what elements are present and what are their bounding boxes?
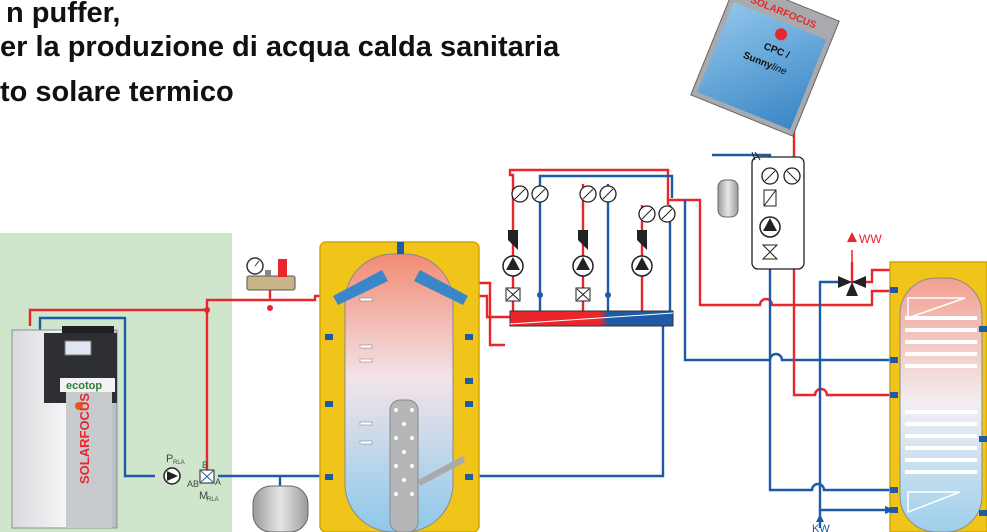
valve-label-m-sub: RLA: [207, 497, 219, 503]
valve-label-b: B: [202, 460, 208, 470]
ww-label: WW: [859, 232, 882, 246]
solar-flow-pipe: [792, 90, 890, 397]
boiler-flow-pipe: [28, 294, 333, 326]
boiler-return-pipe: [38, 316, 155, 478]
title-line-3: to solare termico: [0, 76, 234, 108]
valve-label-p: P: [166, 453, 173, 465]
solar-return-pipe: [712, 153, 890, 492]
solar-station: [751, 151, 805, 270]
cold-water-arrow: [816, 514, 824, 522]
valve-label-p-sub: RLA: [173, 460, 185, 466]
title-line-2: er la produzione di acqua calda sanitari…: [0, 31, 560, 63]
kw-label: KW: [812, 523, 830, 532]
buffer-tank: [319, 241, 480, 532]
circuit3-flow-up: [666, 198, 890, 307]
valve-label-a: A: [215, 477, 221, 487]
pellet-boiler: ecotop SOLARFOCUS: [11, 326, 118, 529]
buffer-lower-return: [465, 326, 665, 478]
return-mixing-group: P RLA AB B A M RLA: [163, 453, 221, 503]
solar-collector: SOLARFOCUS CPC / Sunnyline: [690, 0, 840, 137]
heating-circuit-1: [502, 185, 549, 302]
safety-group: [246, 257, 296, 291]
title-line-1: n puffer,: [6, 0, 121, 29]
boiler-brand-label: SOLARFOCUS: [77, 393, 92, 484]
circuits-top-blue: [538, 174, 674, 198]
boiler-product-label: ecotop: [66, 380, 102, 392]
valve-label-ab: AB: [187, 479, 199, 489]
solar-expansion-tank: [717, 179, 739, 218]
dhw-tank: [889, 261, 987, 532]
dhw-cold-bypass: [818, 280, 895, 512]
heating-circuit-3: [631, 205, 676, 277]
expansion-tank: [252, 485, 309, 532]
valve-label-m: M: [199, 490, 208, 502]
heating-circuit-2: [572, 185, 617, 302]
dhw-hot-out: [850, 262, 890, 284]
dhw-inlet-arrow: [885, 506, 895, 514]
dhw-mixing-valve: [838, 232, 866, 296]
